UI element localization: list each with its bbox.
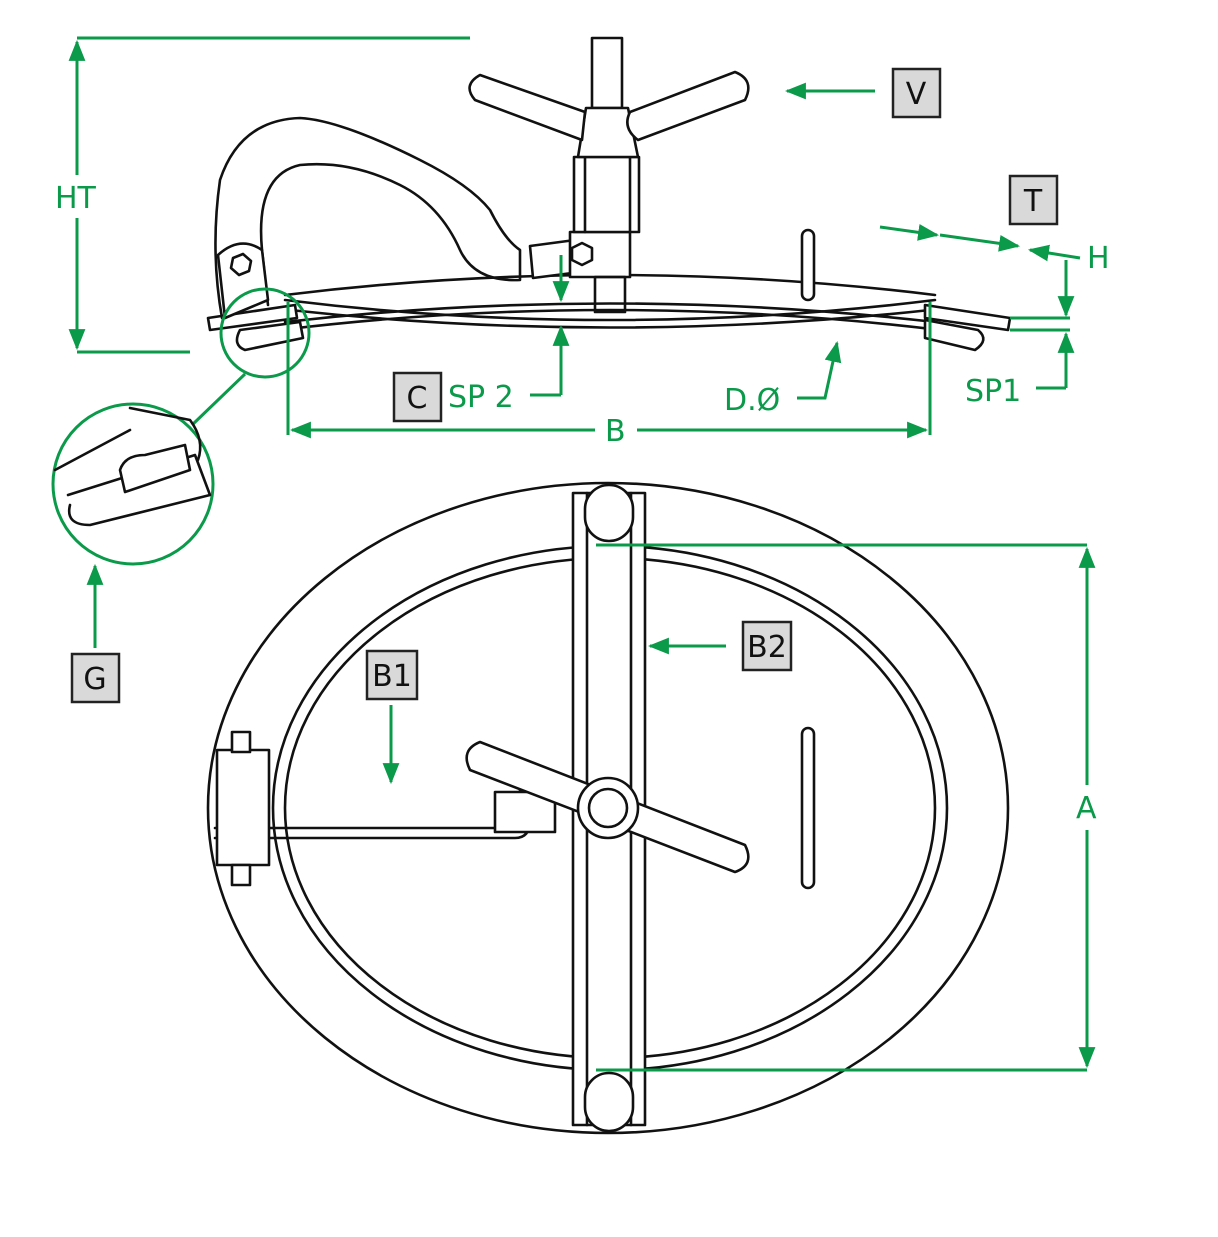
right-gasket <box>923 318 985 352</box>
label-v: V <box>891 67 942 119</box>
dim-a: A <box>1076 791 1097 826</box>
hinge-block <box>215 748 271 867</box>
threaded-spindle <box>590 36 624 110</box>
label-boxes: V T C G B1 B2 <box>70 67 1059 704</box>
hinge-bolt-bottom <box>230 863 252 887</box>
label-b2: B2 <box>741 620 793 672</box>
detail-g-circle <box>51 402 215 566</box>
dim-b: B <box>605 414 626 449</box>
dim-sp1: SP1 <box>965 374 1021 409</box>
svg-text:T: T <box>1023 184 1043 219</box>
hinge-bolt-top <box>230 730 252 754</box>
label-t: T <box>1008 174 1059 226</box>
outer-flange <box>206 481 1010 1135</box>
detail-g <box>51 287 311 566</box>
svg-text:G: G <box>83 662 106 697</box>
svg-text:B2: B2 <box>747 630 787 665</box>
left-flange <box>206 303 299 332</box>
dim-ht: HT <box>55 181 97 216</box>
hinge-nut <box>229 252 253 277</box>
lid-body <box>278 298 942 332</box>
dimensions: HT H SP1 SP 2 D.Ø B <box>55 36 1110 1072</box>
hinge-plate <box>216 242 270 320</box>
detail-g-marker <box>219 287 311 379</box>
right-flange <box>923 303 1012 332</box>
link-nut <box>570 241 594 267</box>
c-arm <box>214 116 522 320</box>
lifting-post-top <box>800 726 816 890</box>
label-b1: B1 <box>365 649 419 701</box>
dim-sp2: SP 2 <box>448 380 514 415</box>
side-view <box>206 36 1012 352</box>
spindle-lower <box>593 275 627 314</box>
left-gasket <box>235 320 305 352</box>
crossbar-top-end <box>583 483 635 543</box>
lifting-post <box>800 228 816 302</box>
svg-text:V: V <box>906 77 927 112</box>
svg-text:B1: B1 <box>372 659 412 694</box>
crossbar-bottom-end <box>583 1071 635 1133</box>
label-g: G <box>70 652 121 704</box>
svg-text:C: C <box>407 381 428 416</box>
label-c: C <box>392 371 443 423</box>
handwheel-arm-right <box>626 70 750 142</box>
handwheel-arm-left <box>468 73 587 142</box>
dim-d: D.Ø <box>724 383 780 418</box>
dim-h: H <box>1087 241 1110 276</box>
top-view <box>206 481 1010 1135</box>
